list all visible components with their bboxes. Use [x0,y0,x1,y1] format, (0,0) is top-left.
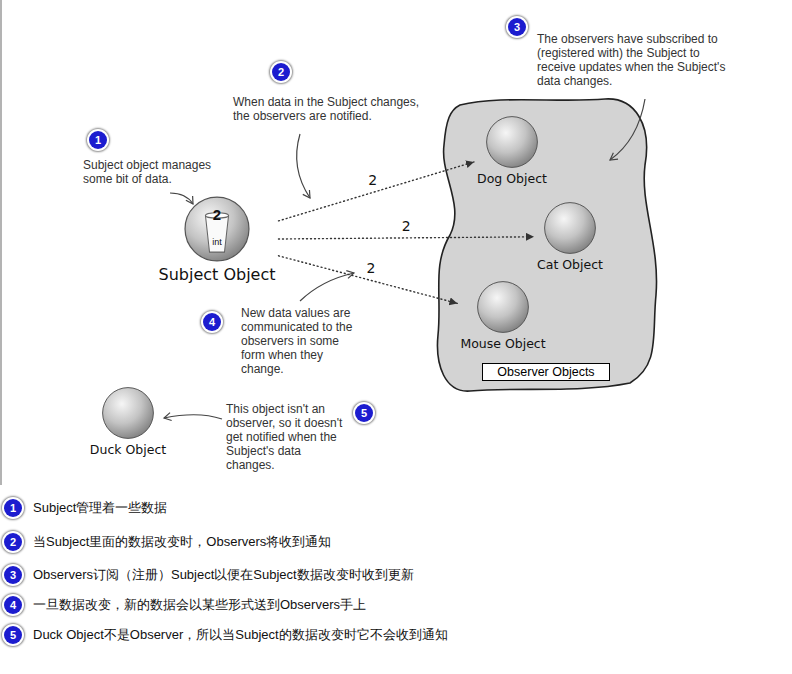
object-label: Mouse Object [460,336,545,351]
leader-arrow [164,415,222,419]
leader-arrow [170,193,193,204]
list-item: 一旦数据改变，新的数据会以某些形式送到Observers手上 [33,596,366,614]
callout-number: 3 [508,18,526,36]
object-label: Dog Object [477,171,547,186]
sphere-body [185,197,249,261]
data-value: 2 [213,206,221,223]
annotation-note: Subject object manages some bit of data. [83,158,215,186]
list-item: Observers订阅（注册）Subject以便在Subject数据改变时收到更… [33,566,414,584]
edge-label: 2 [365,260,378,276]
annotation-note: When data in the Subject changes, the ob… [233,95,423,123]
leader-arrow [610,99,645,160]
callout-number: 1 [89,131,107,149]
observer-object: Mouse Object [460,280,545,351]
callout-number: 2 [272,63,290,81]
list-item: 当Subject里面的数据改变时，Observers将收到通知 [33,533,331,551]
connector [279,162,475,221]
sphere [543,201,597,255]
connector [279,256,458,304]
annotation-note: This object isn't an observer, so it doe… [226,402,348,472]
annotation-note: The observers have subscribed to (regist… [537,32,737,88]
connector [279,237,535,239]
object-ball [476,280,530,334]
observer-object: Cat Object [537,201,603,272]
page-border [0,0,2,485]
leader-arrow [297,134,310,198]
plain-object: Duck Object [90,386,166,457]
sphere-body [478,282,529,333]
sphere [485,115,539,169]
object-ball [543,201,597,255]
object-label: Cat Object [537,257,603,272]
edge-label: 2 [400,218,413,234]
callout-number: 4 [4,596,22,614]
callout-number: 2 [4,533,22,551]
sphere [183,195,251,263]
list-item: Subject管理着一些数据 [33,499,167,517]
callout-number: 5 [355,404,373,422]
list-item: Duck Object不是Observer，所以当Subject的数据改变时它不… [33,626,448,644]
object-ball [101,386,155,440]
callout-number: 1 [4,499,22,517]
callout-number: 4 [203,313,221,331]
sphere [101,386,155,440]
edge-label: 2 [366,172,379,188]
annotation-note: New data values are communicated to the … [241,306,366,376]
data-type: int [212,237,222,247]
observer-object: Dog Object [477,115,547,186]
region-title: Observer Objects [482,363,609,381]
object-label: Subject Object [158,265,275,284]
object-ball [485,115,539,169]
subject-object: 2 intSubject Object [158,195,275,284]
observer-region: Observer Objects Dog ObjectCat ObjectMous… [430,95,662,395]
sphere [476,280,530,334]
callout-number: 5 [4,626,22,644]
sphere-body [487,117,538,168]
sphere-body [545,203,596,254]
object-ball: 2 int [183,195,251,263]
object-label: Duck Object [90,442,166,457]
callout-number: 3 [4,566,22,584]
region-shape [437,99,656,391]
sphere-body [103,388,154,439]
leader-arrow [300,273,354,301]
